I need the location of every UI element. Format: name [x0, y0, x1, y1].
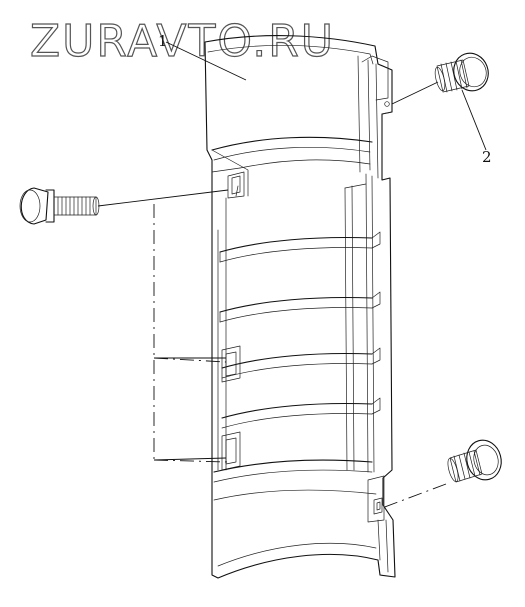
bolt-icon	[19, 187, 100, 225]
side-panel-part	[204, 35, 396, 579]
watermark-text: ZURAVTO.RU	[30, 16, 335, 67]
callout-2-label: 2	[482, 148, 492, 166]
washer-bolt-icon	[447, 439, 502, 483]
assembly-lines	[97, 41, 487, 509]
callout-1-label: 1	[158, 32, 168, 50]
washer-bolt-icon	[434, 52, 489, 93]
